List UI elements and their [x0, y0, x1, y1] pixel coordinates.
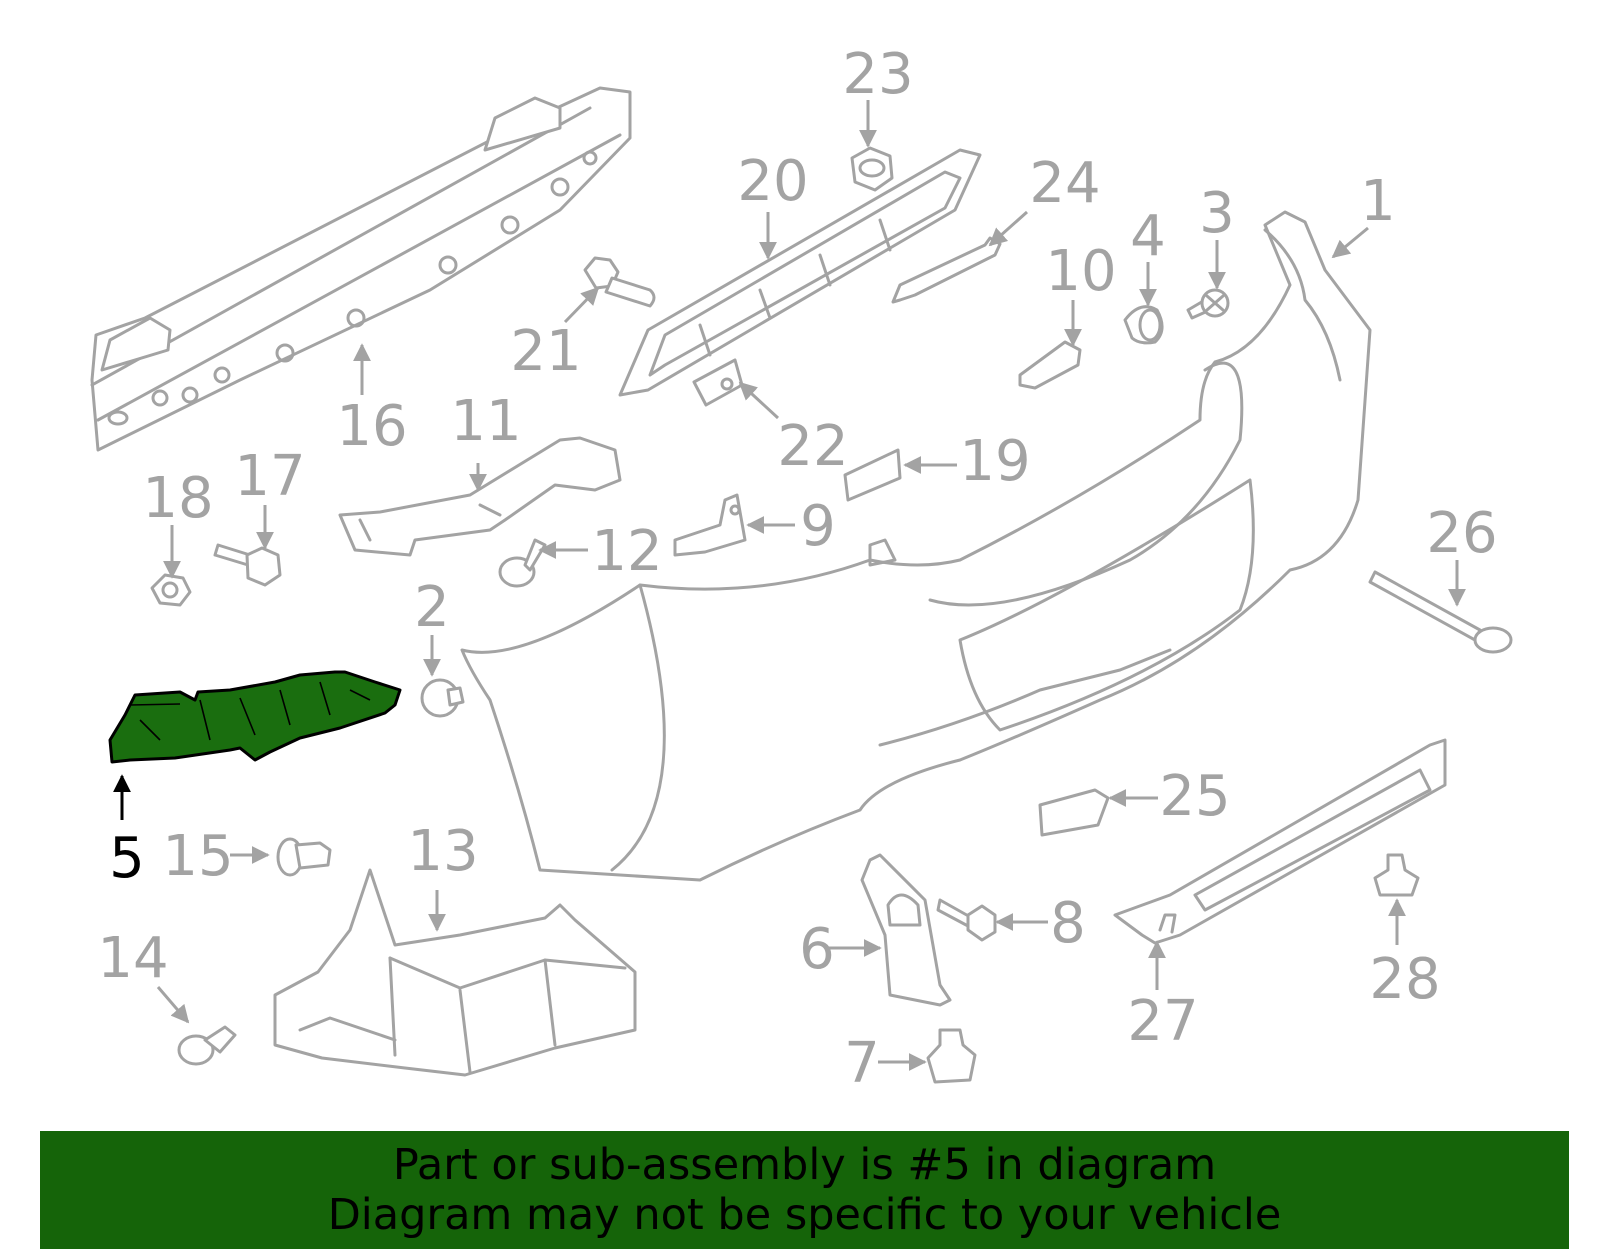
part-7-clip[interactable] — [926, 1028, 977, 1084]
part-28-clip[interactable] — [1373, 853, 1420, 897]
callout-23: 23 — [842, 42, 913, 107]
part-16-bumper-reinforcement[interactable] — [90, 86, 632, 452]
callout-21: 21 — [510, 319, 581, 384]
callout-10: 10 — [1045, 239, 1116, 304]
callout-6: 6 — [799, 917, 835, 982]
callout-4: 4 — [1130, 204, 1166, 269]
info-banner: Part or sub-assembly is #5 in diagram Di… — [40, 1131, 1569, 1249]
part-9-bracket[interactable] — [673, 493, 747, 557]
part-1-bumper-cover[interactable] — [460, 210, 1372, 882]
callout-24: 24 — [1029, 151, 1100, 216]
callout-17: 17 — [234, 444, 305, 509]
part-10-bracket[interactable] — [1018, 340, 1082, 390]
callout-25: 25 — [1159, 764, 1230, 829]
part-8-bolt[interactable] — [936, 898, 997, 942]
callout-9: 9 — [800, 494, 836, 559]
part-19-pad[interactable] — [843, 448, 902, 502]
callout-12: 12 — [591, 519, 662, 584]
part-6-bracket[interactable] — [860, 853, 952, 1007]
callout-8: 8 — [1050, 891, 1086, 956]
callout-26: 26 — [1426, 501, 1497, 566]
part-26-rod[interactable] — [1368, 570, 1513, 654]
callout-3: 3 — [1199, 181, 1235, 246]
callout-7: 7 — [844, 1031, 880, 1096]
callout-22: 22 — [777, 414, 848, 479]
callout-19: 19 — [959, 429, 1030, 494]
callout-11: 11 — [450, 389, 521, 454]
part-20-bracket[interactable] — [618, 148, 982, 397]
part-12-pin[interactable] — [498, 538, 547, 588]
callout-13: 13 — [407, 819, 478, 884]
callout-16: 16 — [336, 394, 407, 459]
part-18-nut[interactable] — [150, 573, 192, 607]
part-22-clip[interactable] — [692, 358, 744, 407]
callout-18: 18 — [142, 466, 213, 531]
part-13-splash-shield[interactable] — [273, 868, 637, 1077]
callout-15: 15 — [162, 824, 233, 889]
callout-5: 5 — [109, 826, 145, 891]
part-14-clip[interactable] — [177, 1025, 237, 1066]
part-24-strip[interactable] — [891, 236, 1002, 304]
parts-diagram: 1 2 3 4 5 6 7 8 9 10 11 12 13 14 15 16 1… — [90, 42, 1513, 1096]
banner-line-2: Diagram may not be specific to your vehi… — [327, 1190, 1282, 1240]
callout-14: 14 — [97, 926, 168, 991]
part-23-nut[interactable] — [850, 146, 894, 192]
callout-1: 1 — [1360, 169, 1396, 234]
leader-arrows — [113, 100, 1466, 1071]
callout-numbers: 1 2 3 4 5 6 7 8 9 10 11 12 13 14 15 16 1… — [97, 42, 1497, 1096]
part-21-bolt[interactable] — [583, 256, 656, 308]
callout-2: 2 — [414, 575, 450, 640]
part-27-diffuser[interactable] — [1113, 738, 1447, 945]
callout-27: 27 — [1127, 989, 1198, 1054]
callout-28: 28 — [1369, 947, 1440, 1012]
part-5-bumper-bracket-highlighted[interactable] — [108, 670, 402, 764]
banner-line-1: Part or sub-assembly is #5 in diagram — [392, 1140, 1217, 1190]
part-11-bracket[interactable] — [338, 436, 622, 557]
part-4-grommet[interactable] — [1123, 305, 1164, 345]
part-15-clip[interactable] — [276, 837, 332, 877]
part-17-bolt[interactable] — [213, 543, 282, 587]
part-2-grommet[interactable] — [420, 678, 465, 718]
callout-20: 20 — [737, 149, 808, 214]
part-25-reflector[interactable] — [1038, 788, 1110, 837]
part-3-screw[interactable] — [1186, 288, 1230, 320]
